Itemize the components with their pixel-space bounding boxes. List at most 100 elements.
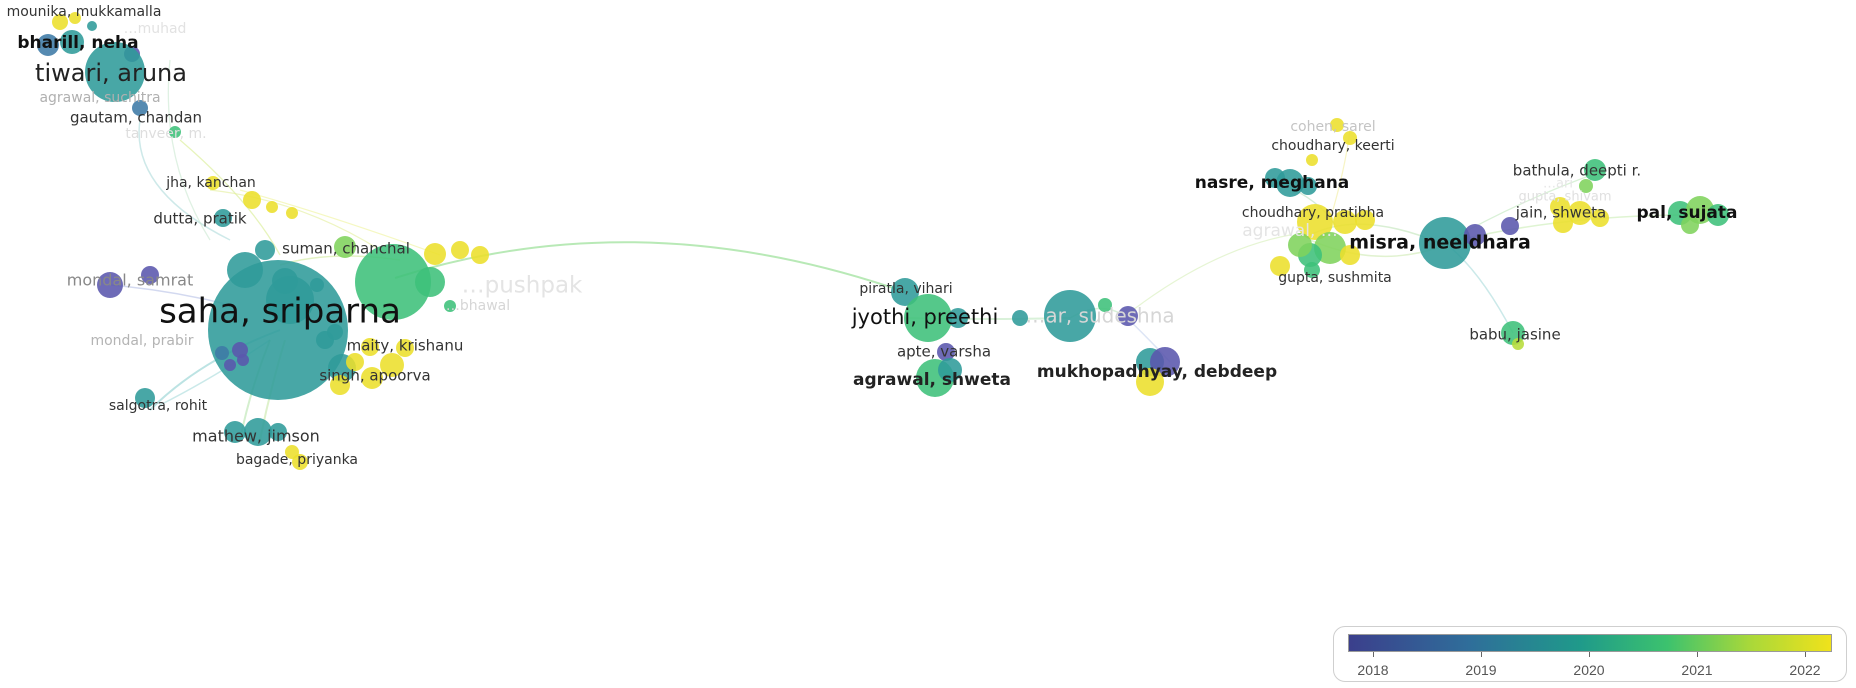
- author-node[interactable]: [1568, 201, 1592, 225]
- author-label-bhawal[interactable]: …bhawal: [446, 298, 510, 314]
- author-node[interactable]: [471, 246, 489, 264]
- author-node[interactable]: [132, 100, 148, 116]
- author-node[interactable]: [330, 375, 350, 395]
- author-node[interactable]: [938, 358, 962, 382]
- author-node[interactable]: [87, 21, 97, 31]
- author-node[interactable]: [269, 423, 287, 441]
- author-node[interactable]: [215, 346, 229, 360]
- author-node[interactable]: [346, 353, 364, 371]
- author-node[interactable]: [1355, 210, 1375, 230]
- author-node[interactable]: [243, 191, 261, 209]
- author-node[interactable]: [1118, 306, 1138, 326]
- author-label-saha[interactable]: saha, sriparna: [159, 292, 401, 332]
- author-node[interactable]: [37, 34, 59, 56]
- author-node[interactable]: [286, 207, 298, 219]
- author-label-sudeshna[interactable]: …ar, sudeshna: [1025, 304, 1174, 328]
- author-label-mounika[interactable]: mounika, mukkamalla: [7, 4, 162, 20]
- author-node[interactable]: [1343, 131, 1357, 145]
- author-node[interactable]: [1098, 298, 1112, 312]
- author-node[interactable]: [224, 359, 236, 371]
- author-label-jyothi[interactable]: jyothi, preethi: [851, 305, 999, 329]
- author-node[interactable]: [52, 14, 68, 30]
- author-label-gupta-shivam[interactable]: gupta, shivam: [1518, 190, 1611, 205]
- author-label-pal[interactable]: pal, sujata: [1637, 203, 1738, 223]
- author-node[interactable]: [1553, 213, 1573, 233]
- author-node[interactable]: [1419, 217, 1471, 269]
- author-label-apte[interactable]: apte, varsha: [897, 343, 991, 361]
- author-node[interactable]: [1297, 204, 1333, 240]
- author-node[interactable]: [451, 241, 469, 259]
- author-node[interactable]: [69, 12, 81, 24]
- author-node[interactable]: [266, 276, 314, 324]
- author-node[interactable]: [355, 244, 431, 320]
- author-node[interactable]: [937, 343, 955, 361]
- author-label-bathula[interactable]: bathula, deepti r.: [1513, 162, 1641, 180]
- author-node[interactable]: [1299, 177, 1317, 195]
- author-label-bagade[interactable]: bagade, priyanka: [236, 452, 358, 468]
- author-node[interactable]: [361, 367, 383, 389]
- author-label-choudhary-keerti[interactable]: choudhary, keerti: [1271, 138, 1394, 154]
- author-node[interactable]: [141, 266, 159, 284]
- author-label-suman[interactable]: suman, chanchal: [282, 240, 410, 258]
- author-node[interactable]: [292, 454, 308, 470]
- author-node[interactable]: [1288, 233, 1312, 257]
- author-node[interactable]: [224, 421, 246, 443]
- author-label-choudhary-pratibha[interactable]: choudhary, pratibha: [1242, 205, 1384, 221]
- author-node[interactable]: [244, 418, 272, 446]
- author-label-mathew[interactable]: mathew, jimson: [192, 427, 320, 446]
- author-label-tiwari[interactable]: tiwari, aruna: [35, 59, 187, 87]
- author-node[interactable]: [1304, 262, 1320, 278]
- author-label-singh[interactable]: singh, apoorva: [319, 367, 430, 385]
- author-label-mondal-samrat[interactable]: mondal, samrat: [67, 271, 193, 290]
- author-node[interactable]: [380, 353, 404, 377]
- author-node[interactable]: [891, 278, 919, 306]
- author-label-pushpak[interactable]: …pushpak: [462, 273, 583, 299]
- author-label-gupta-sushmita[interactable]: gupta, sushmita: [1278, 270, 1392, 286]
- author-label-agrawal-shweta[interactable]: agrawal, shweta: [853, 370, 1011, 390]
- author-label-jha[interactable]: jha, kanchan: [165, 175, 256, 191]
- author-node[interactable]: [237, 354, 249, 366]
- author-node[interactable]: [60, 30, 84, 54]
- author-node[interactable]: [1314, 232, 1346, 264]
- author-node[interactable]: [232, 342, 248, 358]
- author-label-mondal-prabir[interactable]: mondal, prabir: [90, 333, 193, 349]
- author-node[interactable]: [1012, 310, 1028, 326]
- author-node[interactable]: [334, 236, 356, 258]
- author-node[interactable]: [310, 278, 324, 292]
- author-node[interactable]: [1681, 216, 1699, 234]
- author-node[interactable]: [1330, 118, 1344, 132]
- author-node[interactable]: [169, 126, 181, 138]
- author-node[interactable]: [1501, 217, 1519, 235]
- author-node[interactable]: [1044, 290, 1096, 342]
- author-node[interactable]: [1579, 179, 1593, 193]
- author-node[interactable]: [948, 308, 968, 328]
- author-node[interactable]: [1150, 347, 1180, 377]
- author-label-salgotra[interactable]: salgotra, rohit: [109, 398, 208, 414]
- author-label-tanveer[interactable]: tanveer, m.: [125, 126, 206, 142]
- author-label-gautam[interactable]: gautam, chandan: [70, 109, 202, 127]
- author-node[interactable]: [1333, 210, 1357, 234]
- author-label-jain[interactable]: jain, shweta: [1515, 204, 1606, 222]
- author-node[interactable]: [327, 324, 343, 340]
- author-node[interactable]: [1512, 338, 1524, 350]
- author-node[interactable]: [444, 300, 456, 312]
- author-label-cohen[interactable]: cohen, sarel: [1290, 119, 1375, 135]
- author-node[interactable]: [85, 42, 145, 102]
- author-node[interactable]: [206, 176, 220, 190]
- author-node[interactable]: [1340, 245, 1360, 265]
- author-label-agrawal-faded[interactable]: agrawal, …: [1242, 221, 1337, 241]
- author-label-faded-right[interactable]: …ari: [1543, 177, 1573, 192]
- author-label-bharill[interactable]: bharill, neha: [17, 33, 138, 53]
- author-label-mukhopadhyay[interactable]: mukhopadhyay, debdeep: [1037, 362, 1277, 382]
- author-label-babu[interactable]: babu, jasine: [1469, 326, 1560, 344]
- author-label-agrawal-suchitra[interactable]: agrawal, suchitra: [39, 90, 160, 106]
- author-node[interactable]: [904, 294, 952, 342]
- author-node[interactable]: [266, 201, 278, 213]
- author-node[interactable]: [135, 388, 155, 408]
- author-node[interactable]: [1707, 204, 1729, 226]
- author-node[interactable]: [1306, 154, 1318, 166]
- author-node[interactable]: [361, 338, 379, 356]
- author-label-nasre[interactable]: nasre, meghana: [1195, 173, 1350, 193]
- author-label-dutta[interactable]: dutta, pratik: [153, 210, 246, 228]
- author-node[interactable]: [396, 339, 414, 357]
